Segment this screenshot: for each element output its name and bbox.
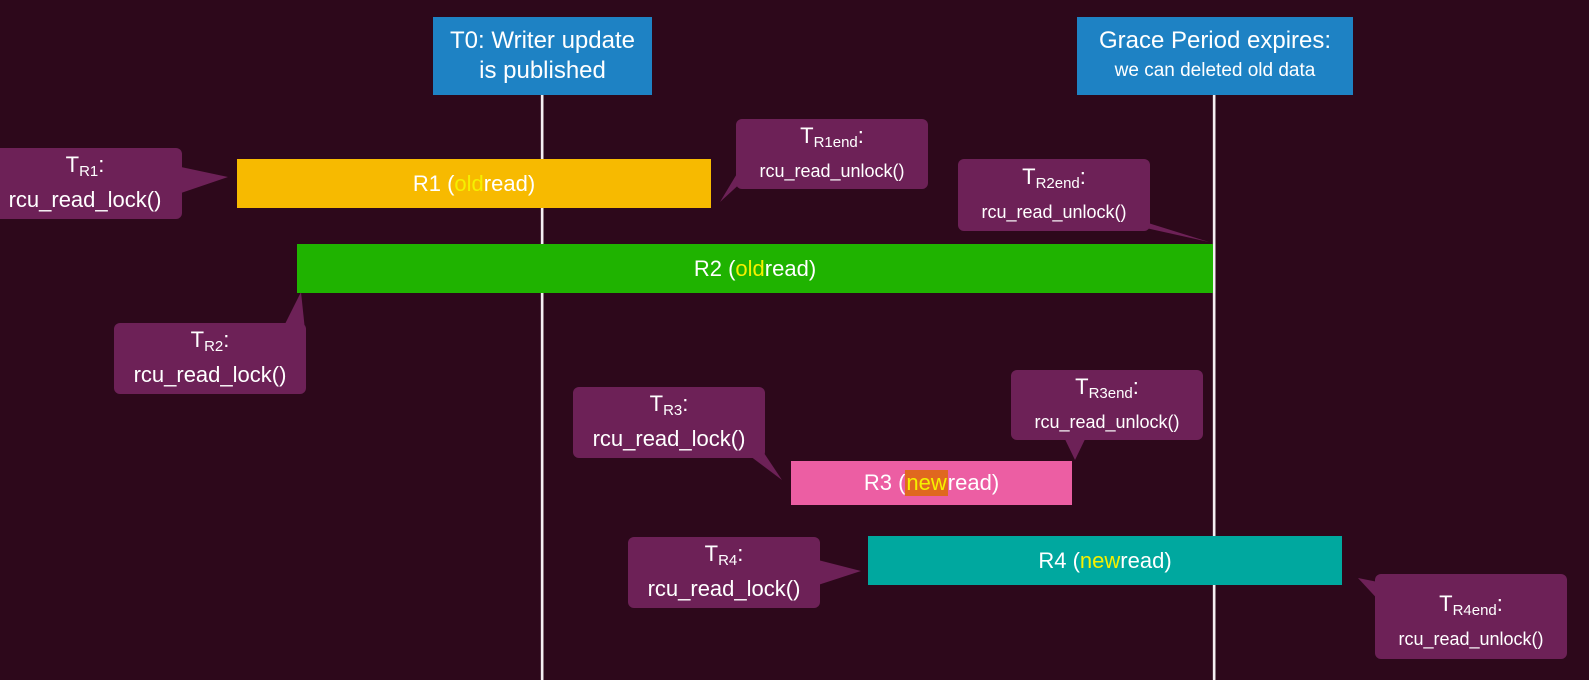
callout-tr3: TR3: rcu_read_lock() xyxy=(573,387,765,458)
tr3-sub: R3 xyxy=(663,402,683,419)
t0-timeline xyxy=(541,95,543,680)
tr4-tail xyxy=(818,560,861,585)
grace-period-header: Grace Period expires: we can deleted old… xyxy=(1077,17,1353,95)
r1-suffix: read) xyxy=(483,170,536,196)
tr3end-sub: R3end xyxy=(1088,384,1133,402)
tr2end-sub: R2end xyxy=(1035,174,1080,192)
tr1end-func: rcu_read_unlock() xyxy=(759,160,905,181)
tr2-t: T xyxy=(190,327,205,352)
r3-bar: R3 (new read) xyxy=(791,461,1072,505)
callout-tr4: TR4: rcu_read_lock() xyxy=(628,537,820,608)
r2-word: old xyxy=(735,255,765,281)
tr1end-sub: R1end xyxy=(813,133,858,151)
callout-tr4end: TR4end: rcu_read_unlock() xyxy=(1375,574,1567,659)
t0-header-line1: T0: Writer update xyxy=(450,27,635,54)
t0-header-line2: is published xyxy=(479,57,606,84)
grace-period-timeline xyxy=(1213,95,1215,680)
grace-header-line2: we can deleted old data xyxy=(1114,60,1316,81)
tr4-func: rcu_read_lock() xyxy=(647,576,801,601)
tr2end-func: rcu_read_unlock() xyxy=(981,201,1127,222)
r3-prefix: R3 ( xyxy=(863,470,906,495)
tr3-colon: : xyxy=(682,391,689,416)
t0-header: T0: Writer update is published xyxy=(433,17,652,95)
callout-tr1: TR1: rcu_read_lock() xyxy=(0,148,182,219)
callout-tr1end: TR1end: rcu_read_unlock() xyxy=(736,119,928,189)
r4-prefix: R4 ( xyxy=(1038,547,1080,573)
tr4end-t: T xyxy=(1439,591,1453,616)
tr2-func: rcu_read_lock() xyxy=(133,362,287,387)
r1-bar: R1 (old read) xyxy=(237,159,711,208)
r3-suffix: read) xyxy=(947,470,1000,495)
tr1-colon: : xyxy=(98,152,105,177)
callout-tr2end: TR2end: rcu_read_unlock() xyxy=(958,159,1150,231)
tr2-tail xyxy=(282,292,305,330)
callout-tr2: TR2: rcu_read_lock() xyxy=(114,323,306,394)
r4-bar: R4 (new read) xyxy=(868,536,1342,585)
tr2end-t: T xyxy=(1022,163,1036,189)
r2-suffix: read) xyxy=(764,255,817,281)
r3-word: new xyxy=(905,470,948,496)
tr3-func: rcu_read_lock() xyxy=(592,426,746,451)
tr3-t: T xyxy=(649,391,664,416)
tr4-colon: : xyxy=(737,541,744,566)
r4-suffix: read) xyxy=(1120,547,1172,573)
tr4end-sub: R4end xyxy=(1452,602,1497,619)
tr4end-colon: : xyxy=(1496,591,1503,616)
callout-tr3end: TR3end: rcu_read_unlock() xyxy=(1011,370,1203,440)
r2-prefix: R2 ( xyxy=(693,255,736,281)
tr1end-t: T xyxy=(800,122,814,148)
tr3end-t: T xyxy=(1075,373,1089,399)
r1-word: old xyxy=(454,170,484,196)
tr3end-func: rcu_read_unlock() xyxy=(1034,411,1180,432)
tr2-colon: : xyxy=(223,327,230,352)
tr2end-colon: : xyxy=(1079,163,1086,189)
tr4end-func: rcu_read_unlock() xyxy=(1398,629,1544,649)
tr4-sub: R4 xyxy=(718,552,738,569)
grace-header-line1: Grace Period expires: xyxy=(1098,27,1332,54)
tr1-t: T xyxy=(65,152,80,177)
tr2-sub: R2 xyxy=(204,338,224,355)
tr4-t: T xyxy=(704,541,719,566)
tr1-sub: R1 xyxy=(79,163,99,180)
tr1-func: rcu_read_lock() xyxy=(8,187,162,212)
tr1end-colon: : xyxy=(857,122,864,148)
r4-word: new xyxy=(1079,547,1121,573)
tr3end-colon: : xyxy=(1132,373,1139,399)
r1-prefix: R1 ( xyxy=(412,170,455,196)
tr1-tail xyxy=(181,167,228,193)
r2-bar: R2 (old read) xyxy=(297,244,1213,293)
